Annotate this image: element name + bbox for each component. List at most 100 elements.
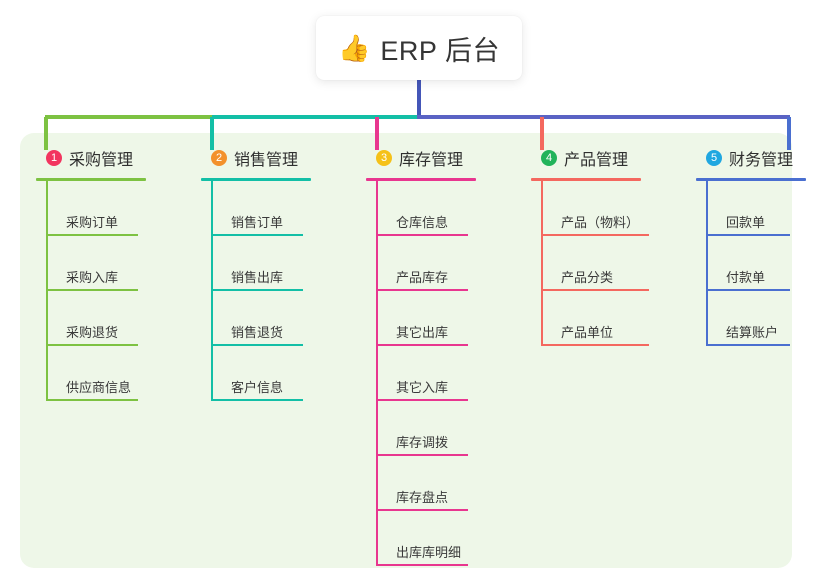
leaf-label: 产品分类 xyxy=(561,270,614,285)
leaf-node[interactable]: 结算账户 xyxy=(696,291,806,346)
thumbs-up-icon: 👍 xyxy=(338,33,371,63)
branch-underline-2 xyxy=(201,178,311,181)
leaf-node[interactable]: 出库库明细 xyxy=(366,511,476,566)
branch-column-3: 3 库存管理仓库信息产品库存其它出库其它入库库存调拨库存盘点出库库明细 xyxy=(366,146,476,566)
branch-header-5[interactable]: 5 财务管理 xyxy=(696,146,806,170)
leaf-label: 销售出库 xyxy=(231,270,284,285)
leaf-node[interactable]: 采购退货 xyxy=(36,291,146,346)
branch-column-5: 5 财务管理回款单付款单结算账户 xyxy=(696,146,806,346)
leaf-underline xyxy=(541,344,649,346)
leaf-node[interactable]: 其它出库 xyxy=(366,291,476,346)
leaf-spine-4 xyxy=(541,181,543,346)
leaf-underline xyxy=(211,289,303,291)
leaf-node[interactable]: 库存调拨 xyxy=(366,401,476,456)
branch-header-3[interactable]: 3 库存管理 xyxy=(366,146,476,170)
leaf-label: 仓库信息 xyxy=(396,215,449,230)
leaf-label: 客户信息 xyxy=(231,380,284,395)
leaf-underline xyxy=(376,289,468,291)
branch-label-1: 采购管理 xyxy=(69,152,134,169)
leaf-underline xyxy=(46,289,138,291)
leaf-label: 销售退货 xyxy=(231,325,284,340)
branch-column-4: 4 产品管理产品（物料） 产品分类产品单位 xyxy=(531,146,649,346)
leaf-label: 采购入库 xyxy=(66,270,119,285)
leaf-node[interactable]: 产品分类 xyxy=(531,236,649,291)
leaf-spine-2 xyxy=(211,181,213,401)
leaf-node[interactable]: 产品库存 xyxy=(366,236,476,291)
leaf-underline xyxy=(376,399,468,401)
branch-badge-2: 2 xyxy=(211,150,227,166)
branch-underline-1 xyxy=(36,178,146,181)
leaf-label: 产品（物料） xyxy=(561,215,640,230)
leaf-label: 其它出库 xyxy=(396,325,449,340)
root-node-card[interactable]: 👍 ERP 后台 xyxy=(316,16,522,80)
leaf-label: 采购订单 xyxy=(66,215,119,230)
branch-label-4: 产品管理 xyxy=(564,152,629,169)
leaf-list-5: 回款单付款单结算账户 xyxy=(696,181,806,346)
diagram-background-panel xyxy=(20,133,792,568)
root-node-content: 👍 ERP 后台 xyxy=(338,29,500,68)
leaf-list-4: 产品（物料） 产品分类产品单位 xyxy=(531,181,649,346)
branch-badge-1: 1 xyxy=(46,150,62,166)
leaf-label: 其它入库 xyxy=(396,380,449,395)
leaf-label: 产品库存 xyxy=(396,270,449,285)
leaf-underline xyxy=(706,234,790,236)
leaf-underline xyxy=(706,344,790,346)
leaf-node[interactable]: 销售订单 xyxy=(201,181,311,236)
leaf-label: 结算账户 xyxy=(726,325,779,340)
leaf-list-2: 销售订单销售出库销售退货客户信息 xyxy=(201,181,311,401)
leaf-underline xyxy=(211,234,303,236)
leaf-node[interactable]: 产品（物料） xyxy=(531,181,649,236)
leaf-node[interactable]: 供应商信息 xyxy=(36,346,146,401)
leaf-label: 回款单 xyxy=(726,215,766,230)
branch-column-2: 2 销售管理销售订单销售出库销售退货客户信息 xyxy=(201,146,311,401)
leaf-label: 付款单 xyxy=(726,270,766,285)
branch-badge-4: 4 xyxy=(541,150,557,166)
leaf-node[interactable]: 采购入库 xyxy=(36,236,146,291)
leaf-underline xyxy=(376,234,468,236)
root-node-title: ERP 后台 xyxy=(380,35,500,66)
branch-header-4[interactable]: 4 产品管理 xyxy=(531,146,641,170)
branch-badge-3: 3 xyxy=(376,150,392,166)
leaf-underline xyxy=(46,234,138,236)
branch-column-1: 1 采购管理采购订单采购入库采购退货供应商信息 xyxy=(36,146,146,401)
leaf-node[interactable]: 库存盘点 xyxy=(366,456,476,511)
leaf-node[interactable]: 销售退货 xyxy=(201,291,311,346)
leaf-node[interactable]: 销售出库 xyxy=(201,236,311,291)
branch-header-2[interactable]: 2 销售管理 xyxy=(201,146,311,170)
leaf-label: 库存盘点 xyxy=(396,490,449,505)
leaf-list-1: 采购订单采购入库采购退货供应商信息 xyxy=(36,181,146,401)
leaf-spine-3 xyxy=(376,181,378,566)
leaf-label: 出库库明细 xyxy=(396,545,462,560)
leaf-label: 库存调拨 xyxy=(396,435,449,450)
leaf-node[interactable]: 客户信息 xyxy=(201,346,311,401)
leaf-underline xyxy=(541,234,649,236)
leaf-underline xyxy=(376,344,468,346)
leaf-node[interactable]: 仓库信息 xyxy=(366,181,476,236)
leaf-underline xyxy=(211,399,303,401)
leaf-spine-1 xyxy=(46,181,48,401)
leaf-underline xyxy=(46,399,138,401)
leaf-node[interactable]: 回款单 xyxy=(696,181,806,236)
leaf-list-3: 仓库信息产品库存其它出库其它入库库存调拨库存盘点出库库明细 xyxy=(366,181,476,566)
branch-header-1[interactable]: 1 采购管理 xyxy=(36,146,146,170)
leaf-underline xyxy=(46,344,138,346)
leaf-underline xyxy=(706,289,790,291)
leaf-label: 供应商信息 xyxy=(66,380,132,395)
leaf-underline xyxy=(541,289,649,291)
branch-underline-5 xyxy=(696,178,806,181)
branch-label-3: 库存管理 xyxy=(399,152,464,169)
branch-label-5: 财务管理 xyxy=(729,152,794,169)
branch-underline-4 xyxy=(531,178,641,181)
leaf-underline xyxy=(376,564,468,566)
leaf-node[interactable]: 付款单 xyxy=(696,236,806,291)
leaf-underline xyxy=(376,454,468,456)
leaf-node[interactable]: 其它入库 xyxy=(366,346,476,401)
leaf-node[interactable]: 采购订单 xyxy=(36,181,146,236)
leaf-underline xyxy=(376,509,468,511)
leaf-spine-5 xyxy=(706,181,708,346)
branch-label-2: 销售管理 xyxy=(234,152,299,169)
leaf-node[interactable]: 产品单位 xyxy=(531,291,649,346)
branch-badge-5: 5 xyxy=(706,150,722,166)
